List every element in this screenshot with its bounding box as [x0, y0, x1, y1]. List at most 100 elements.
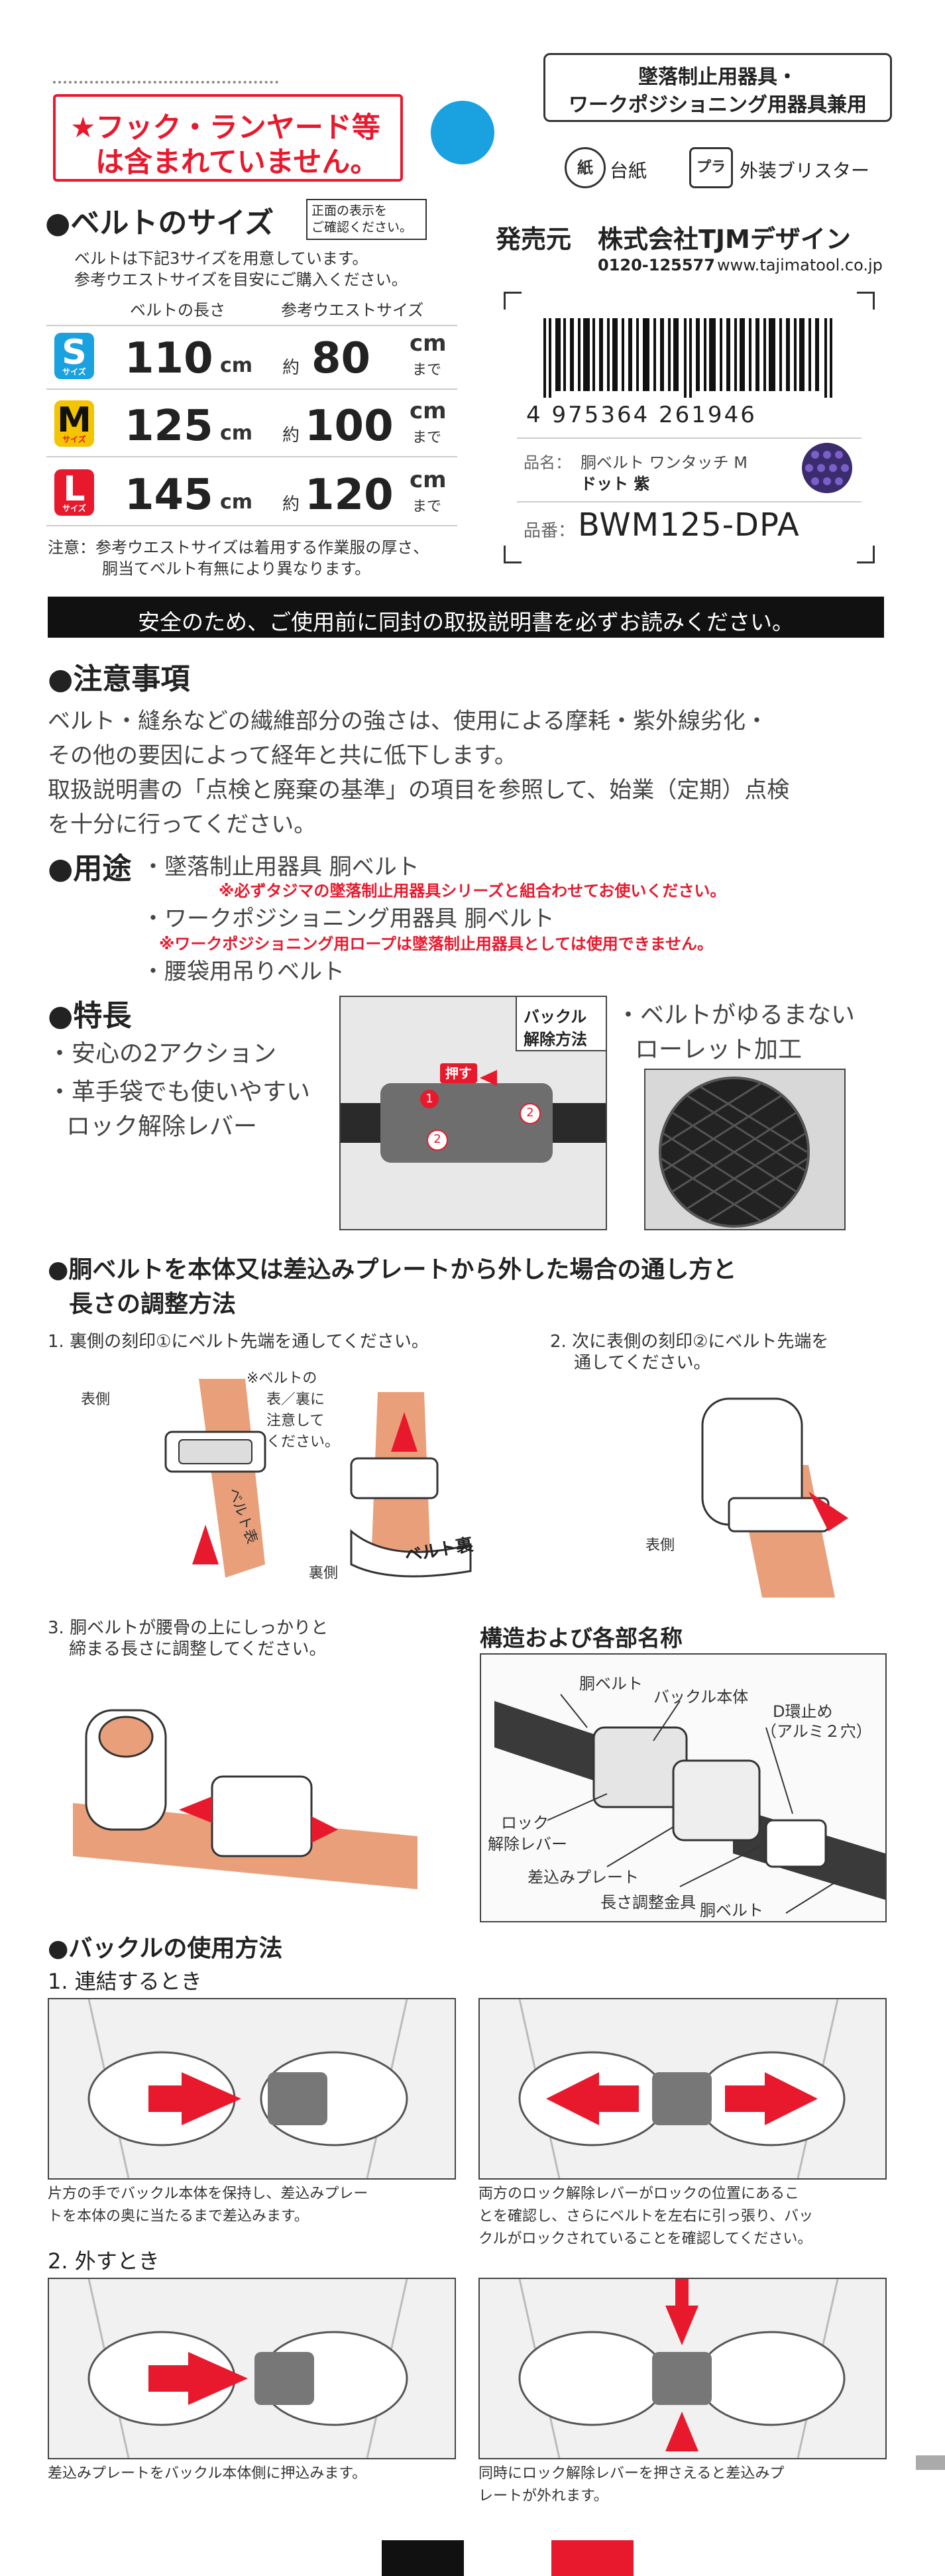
- usage-item1-note: ※必ずタジマの墜落制止用器具シリーズと組合わせてお使いください。: [219, 882, 726, 900]
- threading-step1-note: ※ベルトの 表／裏に 注意して ください。: [247, 1368, 339, 1453]
- step-2-marker: 2: [427, 1130, 448, 1151]
- buckle-usage-heading: ●バックルの使用方法: [48, 1935, 283, 1962]
- buckle-remove-heading: 2. 外すとき: [48, 2249, 160, 2274]
- threading-heading2: 長さの調整方法: [69, 1291, 237, 1318]
- belt-sizes-intro1: ベルトは下記3サイズを用意しています。: [74, 249, 368, 268]
- features-heading: ●特長: [48, 999, 132, 1033]
- features-item1: ・安心の2アクション: [48, 1040, 277, 1067]
- recycle-plastic-icon: プラ: [689, 147, 733, 188]
- threading-step1-front: 表側: [81, 1391, 111, 1408]
- product-name-line2: ドット 紫: [581, 475, 650, 493]
- seller-name: 株式会社TJMデザイン: [598, 225, 851, 254]
- size-l-approx: 約: [282, 495, 300, 514]
- belt-sizes-note: 正面の表示を ご確認ください。: [311, 204, 413, 235]
- threading-step1-note3: 注意して: [266, 1413, 325, 1429]
- features-item2b: ロック解除レバー: [66, 1113, 258, 1140]
- structure-dring-label1: D環止め: [773, 1702, 833, 1721]
- usage-item3: ・腰袋用吊りベルト: [142, 959, 345, 985]
- threading-step2-front: 表側: [645, 1537, 675, 1554]
- notice-line2: は含まれていません。: [95, 146, 379, 179]
- usage-item1: ・墜落制止用器具 胴ベルト: [142, 854, 419, 880]
- barcode-number: 4 975364 261946: [526, 402, 757, 428]
- size-s-waist-unit: cm: [410, 330, 447, 357]
- rule-1: [517, 438, 862, 439]
- size-l-length: 145: [125, 471, 213, 520]
- features-item3a: ・ベルトがゆるまない: [616, 1002, 856, 1029]
- threading-step1-back: 裏側: [309, 1565, 339, 1582]
- remove-b-hands-icon: [480, 2278, 885, 2459]
- cautions-line2: その他の要因によって経年と共に低下します。: [48, 742, 517, 769]
- size-m-waist-unit: cm: [410, 398, 447, 424]
- size-m-approx: 約: [282, 426, 300, 445]
- connect-illustration-b: [478, 1998, 887, 2180]
- connect-b-caption3: クルがロックされていることを確認してください。: [478, 2231, 812, 2247]
- product-name-line1: 胴ベルト ワンタッチ M: [581, 453, 748, 472]
- belt-sizes-caution1: 注意：参考ウエストサイズは着用する作業服の厚さ、: [48, 538, 429, 557]
- connect-b-caption1: 両方のロック解除レバーがロックの位置にあるこ: [478, 2186, 800, 2202]
- step-1-marker: 1: [420, 1090, 439, 1108]
- threading-step1: 1. 裏側の刻印①にベルト先端を通してください。: [48, 1332, 429, 1352]
- size-s-approx: 約: [282, 358, 300, 378]
- threading-heading1: ●胴ベルトを本体又は差込みプレートから外した場合の通し方と: [48, 1256, 737, 1283]
- size-l-length-unit: cm: [220, 491, 253, 514]
- connect-a-hands-icon: [49, 1999, 455, 2179]
- notice-line1: ★フック・ランヤード等: [70, 111, 380, 145]
- cautions-line1: ベルト・縫糸などの繊維部分の強さは、使用による摩耗・紫外線劣化・: [48, 708, 768, 734]
- buckle-release-label-box: バックル 解除方法: [516, 997, 606, 1051]
- remove-b-caption1: 同時にロック解除レバーを押さえると差込みプ: [478, 2465, 785, 2482]
- footer-black-block: [382, 2540, 464, 2576]
- buckle-release-illustration: バックル 解除方法 押す 1 2 2: [339, 996, 607, 1230]
- remove-illustration-a: [48, 2278, 456, 2459]
- buckle-release-label1: バックル: [524, 1008, 587, 1026]
- barcode-image: [543, 318, 832, 398]
- recycle-plastic-label: 外装ブリスター: [740, 160, 870, 182]
- category-line1: 墜落制止用器具・: [638, 66, 797, 89]
- threading-step2-line1: 2. 次に表側の刻印②にベルト先端を: [550, 1332, 829, 1352]
- buckle-body: [380, 1083, 553, 1163]
- structure-belt-label: 胴ベルト: [579, 1674, 643, 1693]
- cautions-heading: ●注意事項: [48, 662, 190, 696]
- recycle-paper-icon: 紙: [565, 147, 606, 188]
- belt-sizes-caution2: 胴当てベルト有無により異なります。: [102, 559, 371, 578]
- step-2b-marker: 2: [520, 1103, 541, 1124]
- buckle-connect-heading: 1. 連結するとき: [48, 1969, 202, 1994]
- col-waist-header: 参考ウエストサイズ: [281, 301, 424, 320]
- connect-b-caption2: とを確認し、さらにベルトを左右に引っ張り、バッ: [478, 2208, 814, 2225]
- remove-a-caption: 差込みプレートをバックル本体側に押込みます。: [48, 2465, 367, 2482]
- belt-strap: [341, 1103, 380, 1143]
- structure-lever-label1: ロック: [501, 1814, 549, 1832]
- structure-belt2-label: 胴ベルト: [700, 1901, 763, 1920]
- buckle-release-label2: 解除方法: [524, 1030, 587, 1049]
- corner-br: [857, 546, 875, 563]
- category-line2: ワークポジショニング用器具兼用: [569, 93, 867, 117]
- product-name-label: 品名：: [524, 453, 571, 472]
- dot-purple-swatch: [802, 443, 852, 493]
- size-s-waist: 80: [311, 334, 371, 383]
- usage-heading: ●用途: [48, 852, 132, 886]
- belt-sizes-intro2: 参考ウエストサイズを目安にご購入ください。: [74, 270, 408, 289]
- belt-strap-right: [553, 1103, 606, 1143]
- seller-url: www.tajimatool.co.jp: [717, 256, 883, 274]
- remove-b-caption2: レートが外れます。: [478, 2488, 608, 2504]
- dotted-rule: [53, 81, 278, 84]
- product-code-label: 品番：: [524, 521, 576, 541]
- safety-banner: 安全のため、ご使用前に同封の取扱説明書を必ずお読みください。: [48, 597, 884, 638]
- threading-step1-note4: ください。: [266, 1434, 340, 1450]
- size-m-made: まで: [412, 430, 442, 446]
- connect-illustration-a: [48, 1998, 456, 2180]
- size-l-waist-unit: cm: [410, 467, 447, 493]
- connect-a-caption2: トを本体の奥に当たるまで差込みます。: [48, 2208, 309, 2225]
- size-m-waist: 100: [305, 402, 394, 451]
- belt-sizes-heading: ●ベルトのサイズ: [45, 206, 274, 240]
- corner-tl: [504, 292, 522, 310]
- structure-dring-label2: （アルミ２穴）: [761, 1722, 872, 1741]
- size-s-length: 110: [125, 334, 213, 383]
- recycle-paper-label: 台紙: [610, 160, 647, 182]
- knurl-circle: [659, 1077, 810, 1228]
- connect-b-hands-icon: [480, 1999, 885, 2179]
